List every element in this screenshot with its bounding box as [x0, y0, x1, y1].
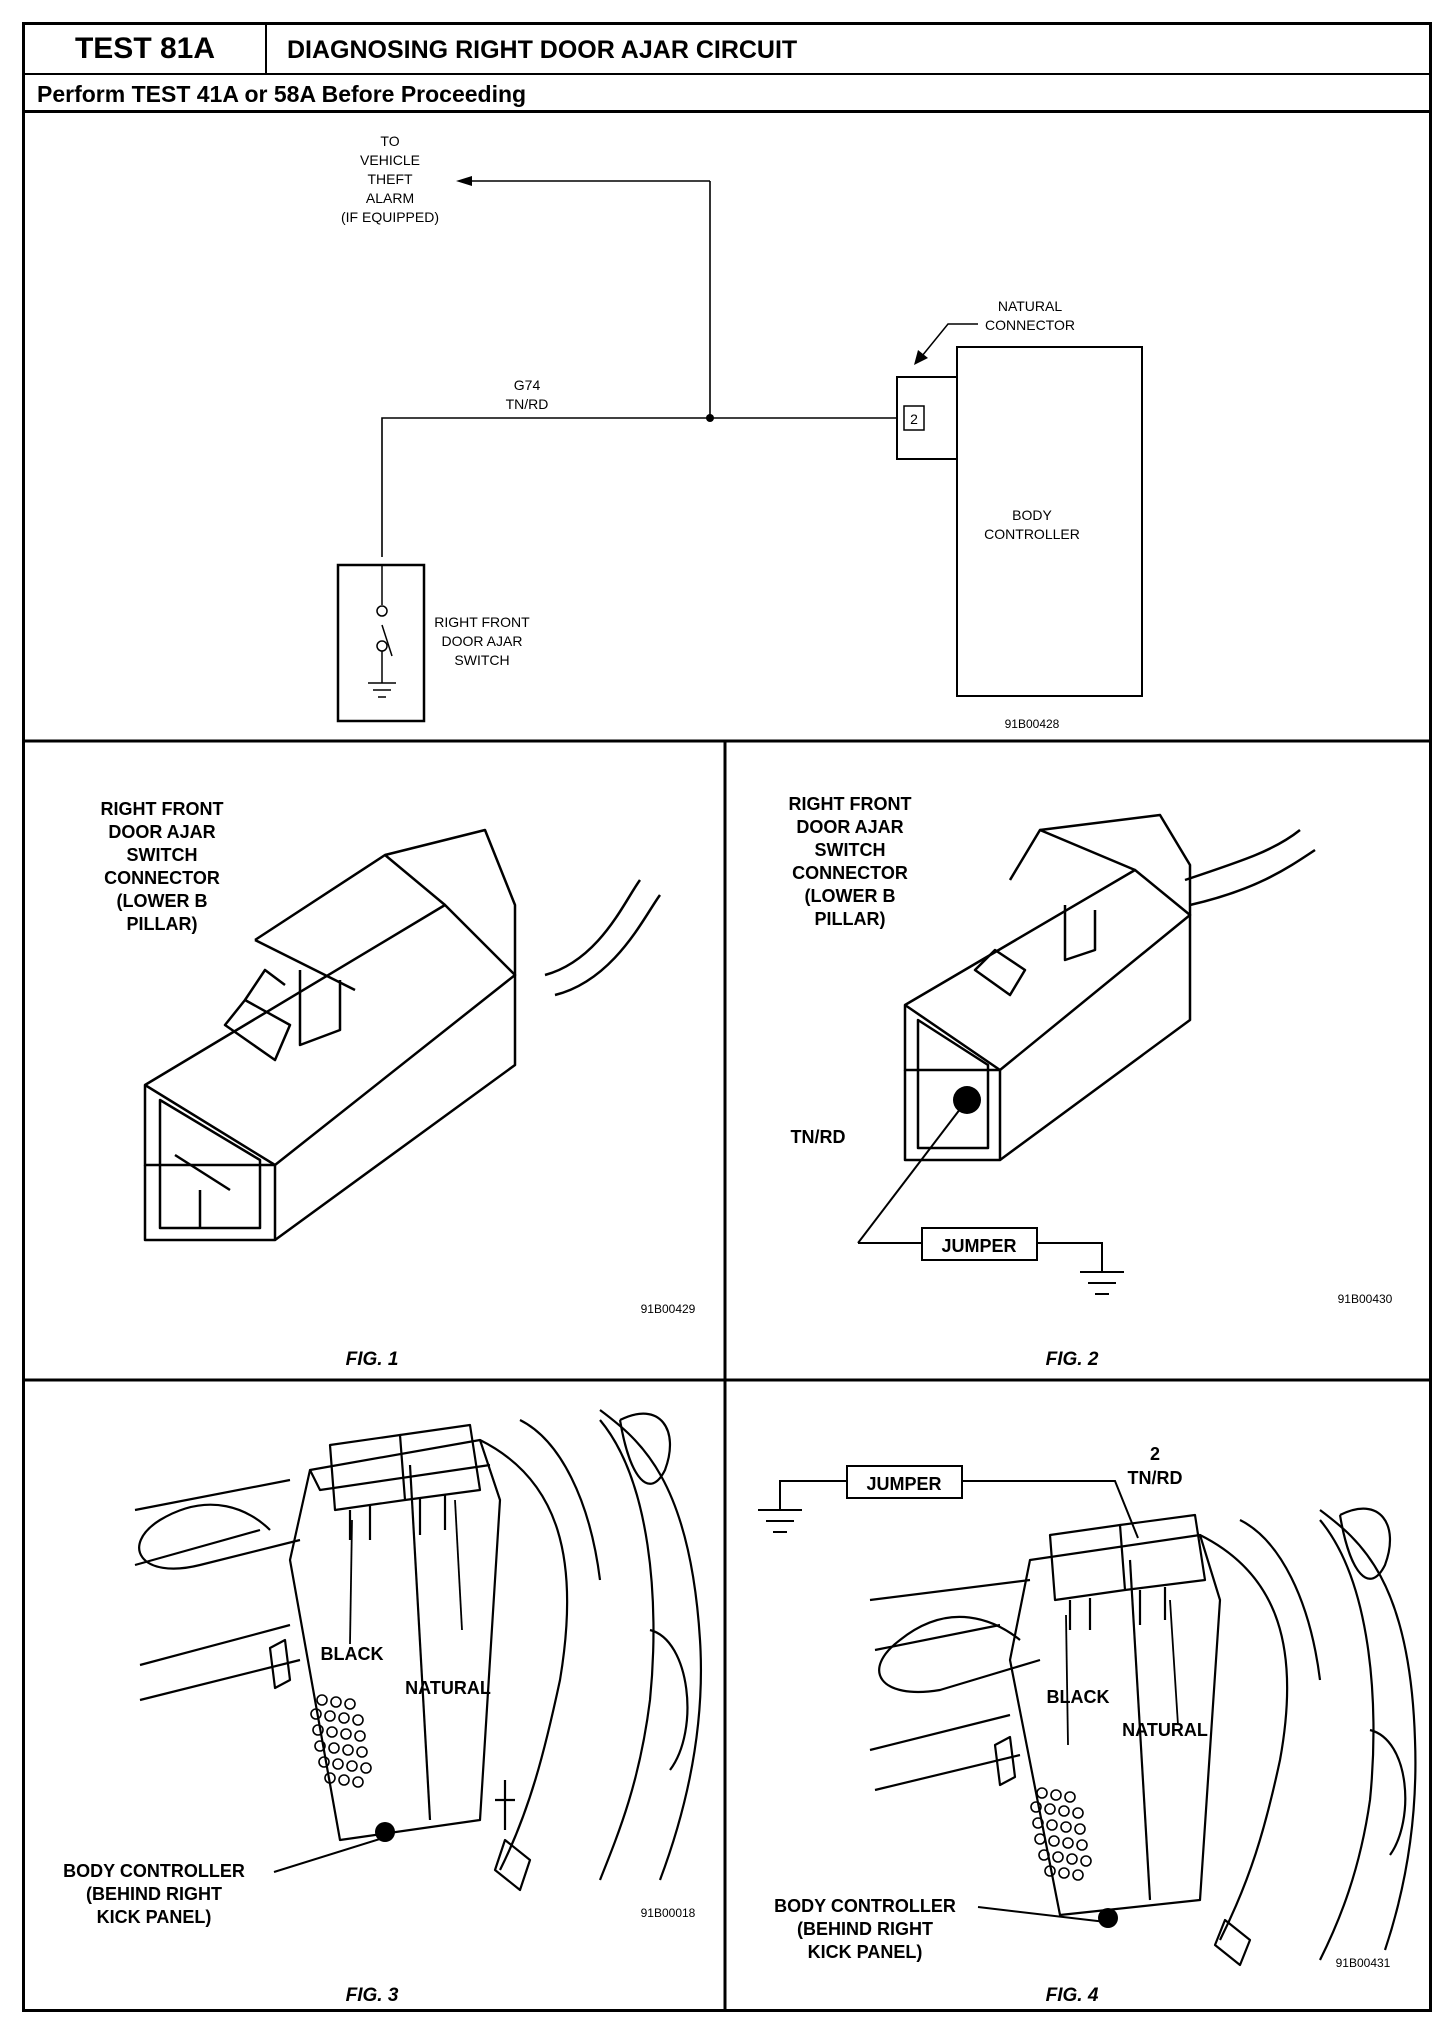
fig3-black-leader — [349, 1519, 353, 1645]
fig3-ref: 91B00018 — [641, 1906, 696, 1920]
fig4-pin-label: 2 — [1150, 1444, 1160, 1464]
test-id: TEST 81A — [25, 25, 267, 73]
fig4-caption: FIG. 4 — [1046, 1985, 1099, 2006]
fig2-wire-label: TN/RD — [791, 1127, 846, 1147]
alarm-line-5: (IF EQUIPPED) — [341, 209, 439, 225]
fig4-controller-line-1: BODY CONTROLLER — [774, 1896, 956, 1916]
fig3-controller-line-2: (BEHIND RIGHT — [86, 1884, 222, 1904]
fig3-controller-marker — [375, 1822, 395, 1842]
wire-code: G74 — [514, 377, 541, 393]
fig2-caption: FIG. 2 — [1046, 1349, 1099, 1370]
fig3-controller-line-3: KICK PANEL) — [97, 1907, 212, 1927]
title-row: TEST 81A DIAGNOSING RIGHT DOOR AJAR CIRC… — [25, 25, 1429, 75]
fig2-callout-line-3: SWITCH — [815, 840, 886, 860]
alarm-line-2: VEHICLE — [360, 152, 420, 168]
fig1-connector-drawing — [143, 828, 662, 1242]
switch-line-1: RIGHT FRONT — [434, 614, 530, 630]
fig4-controller-drawing — [869, 1507, 1417, 1967]
fig1-callout-line-3: SWITCH — [127, 845, 198, 865]
fig2-callout-line-2: DOOR AJAR — [796, 817, 903, 837]
wire-color: TN/RD — [506, 396, 549, 412]
fig1-ref: 91B00429 — [641, 1302, 696, 1316]
fig4-natural-label: NATURAL — [1122, 1720, 1208, 1740]
connector-line-2: CONNECTOR — [985, 317, 1075, 333]
fig2-jumper-lead — [857, 1099, 968, 1244]
fig3-controller-leader — [273, 1837, 384, 1873]
fig4-vent-holes — [1030, 1787, 1092, 1881]
body-controller-box — [956, 346, 1143, 697]
fig4-natural-leader — [1169, 1599, 1179, 1726]
fig2-ref: 91B00430 — [1338, 1292, 1393, 1306]
fig3-caption: FIG. 3 — [346, 1985, 399, 2006]
fig4-jumper-lead — [962, 1480, 1139, 1539]
fig3-black-label: BLACK — [321, 1644, 384, 1664]
fig4-controller-line-3: KICK PANEL) — [808, 1942, 923, 1962]
splice-dot — [706, 414, 714, 422]
fig3-natural-leader — [454, 1499, 463, 1631]
fig4-black-leader — [1065, 1614, 1069, 1746]
switch-line-2: DOOR AJAR — [442, 633, 523, 649]
fig4-ground-symbol — [758, 1480, 847, 1533]
fig4-wire-label: TN/RD — [1128, 1468, 1183, 1488]
schematic-diagram: TO VEHICLE THEFT ALARM (IF EQUIPPED) G74… — [336, 133, 1143, 731]
fig1-callout-line-6: PILLAR) — [127, 914, 198, 934]
page-title: DIAGNOSING RIGHT DOOR AJAR CIRCUIT — [287, 36, 798, 64]
door-ajar-switch-symbol — [336, 563, 426, 723]
fig2-connector-drawing — [903, 813, 1316, 1162]
diagnostic-page: TEST 81A DIAGNOSING RIGHT DOOR AJAR CIRC… — [22, 22, 1432, 2012]
prerequisite-note: Perform TEST 41A or 58A Before Proceedin… — [37, 81, 527, 107]
fig3-controller-line-1: BODY CONTROLLER — [63, 1861, 245, 1881]
fig3-controller-drawing — [134, 1409, 703, 1892]
fig3-vent-holes — [310, 1694, 372, 1788]
schematic-ref: 91B00428 — [1005, 717, 1060, 731]
fig1-callout-line-2: DOOR AJAR — [108, 822, 215, 842]
fig2-ground-symbol — [1080, 1271, 1124, 1295]
fig3-natural-label: NATURAL — [405, 1678, 491, 1698]
fig1-callout-line-1: RIGHT FRONT — [101, 799, 224, 819]
alarm-line-3: THEFT — [367, 171, 413, 187]
controller-line-2: CONTROLLER — [984, 526, 1080, 542]
fig2-callout-line-4: CONNECTOR — [792, 863, 908, 883]
fig4-ref: 91B00431 — [1336, 1956, 1391, 1970]
panel-grid — [22, 739, 1432, 2012]
connector-symbol — [896, 376, 958, 460]
alarm-line-1: TO — [380, 133, 399, 149]
prerequisite-row: Perform TEST 41A or 58A Before Proceedin… — [25, 75, 1429, 113]
fig2-callout-line-6: PILLAR) — [815, 909, 886, 929]
controller-line-1: BODY — [1012, 507, 1052, 523]
fig2-jumper-label: JUMPER — [941, 1236, 1016, 1256]
fig1-caption: FIG. 1 — [346, 1349, 399, 1370]
fig2-callout-line-1: RIGHT FRONT — [789, 794, 912, 814]
fig4-jumper-label: JUMPER — [866, 1474, 941, 1494]
alarm-line-4: ALARM — [366, 190, 414, 206]
fig2-callout-line-5: (LOWER B — [805, 886, 896, 906]
switch-line-3: SWITCH — [454, 652, 509, 668]
fig4-black-label: BLACK — [1047, 1687, 1110, 1707]
wire-path — [381, 176, 897, 557]
fig4-controller-line-2: (BEHIND RIGHT — [797, 1919, 933, 1939]
fig1-callout-line-4: CONNECTOR — [104, 868, 220, 888]
fig4-controller-leader — [977, 1906, 1107, 1923]
pin-number: 2 — [910, 411, 918, 427]
fig4-controller-marker — [1098, 1908, 1118, 1928]
connector-line-1: NATURAL — [998, 298, 1063, 314]
fig1-callout-line-5: (LOWER B — [117, 891, 208, 911]
